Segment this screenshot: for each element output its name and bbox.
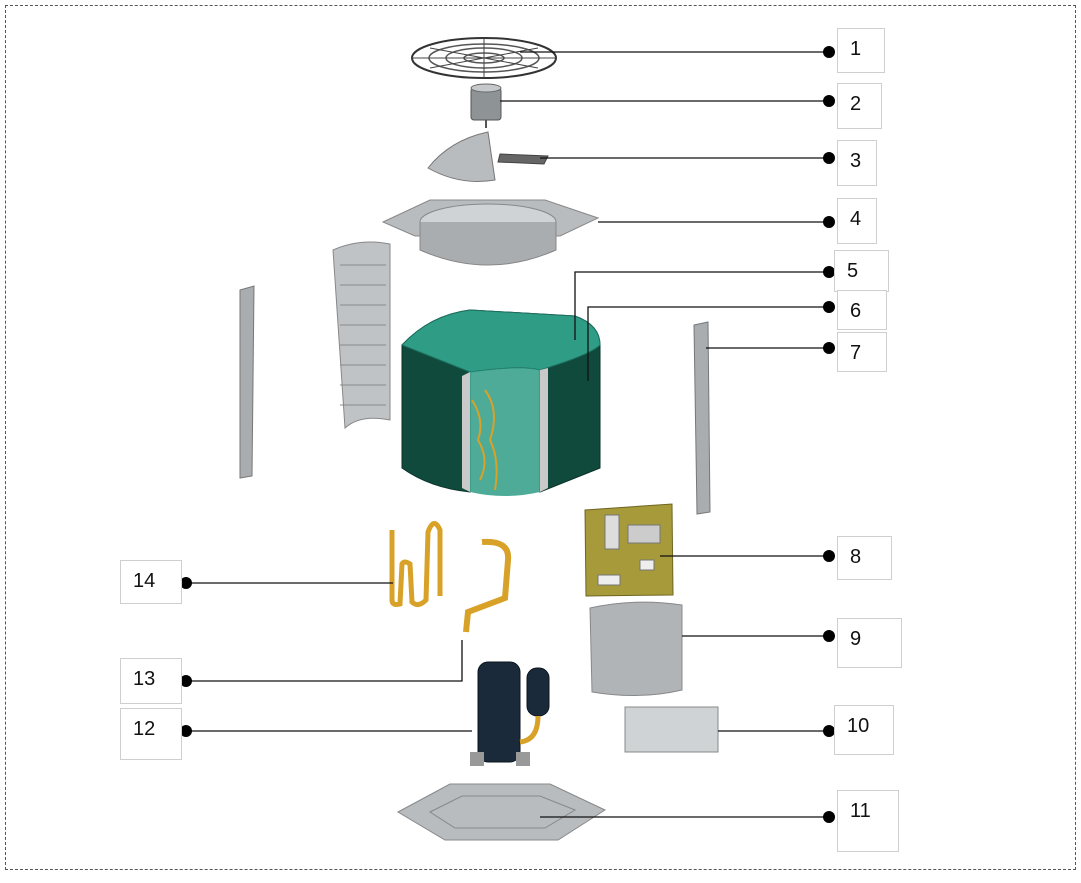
callout-label-3: 3 <box>837 140 877 186</box>
callout-label-14: 14 <box>120 560 182 604</box>
callout-label-8: 8 <box>837 536 892 580</box>
base-pan <box>396 783 607 841</box>
top-panel <box>381 199 600 266</box>
fan-guard-grille <box>411 37 557 79</box>
callout-label-5: 5 <box>834 250 889 292</box>
left-corner-post <box>239 285 255 479</box>
left-side-grille <box>332 241 391 430</box>
callout-label-12: 12 <box>120 708 182 760</box>
condenser-coil <box>401 309 601 496</box>
front-panel <box>589 601 683 697</box>
callout-label-4: 4 <box>837 198 877 244</box>
fan-motor <box>470 83 502 128</box>
copper-pipe-assembly <box>389 521 443 608</box>
callout-label-9: 9 <box>837 618 902 668</box>
callout-dots <box>180 46 835 823</box>
callout-label-10: 10 <box>834 705 894 755</box>
service-plate <box>624 706 719 753</box>
suction-pipe <box>463 538 512 633</box>
callout-label-7: 7 <box>837 332 887 372</box>
callout-label-13: 13 <box>120 658 182 704</box>
callout-label-11: 11 <box>837 790 899 852</box>
control-board <box>584 503 674 597</box>
compressor <box>470 661 550 766</box>
fan-blade <box>427 131 549 182</box>
callout-label-6: 6 <box>837 290 887 330</box>
callout-label-1: 1 <box>837 28 885 73</box>
callout-label-2: 2 <box>837 83 882 129</box>
diagram-frame <box>5 5 1076 870</box>
right-corner-post <box>693 321 711 515</box>
leader-lines <box>186 51 829 818</box>
